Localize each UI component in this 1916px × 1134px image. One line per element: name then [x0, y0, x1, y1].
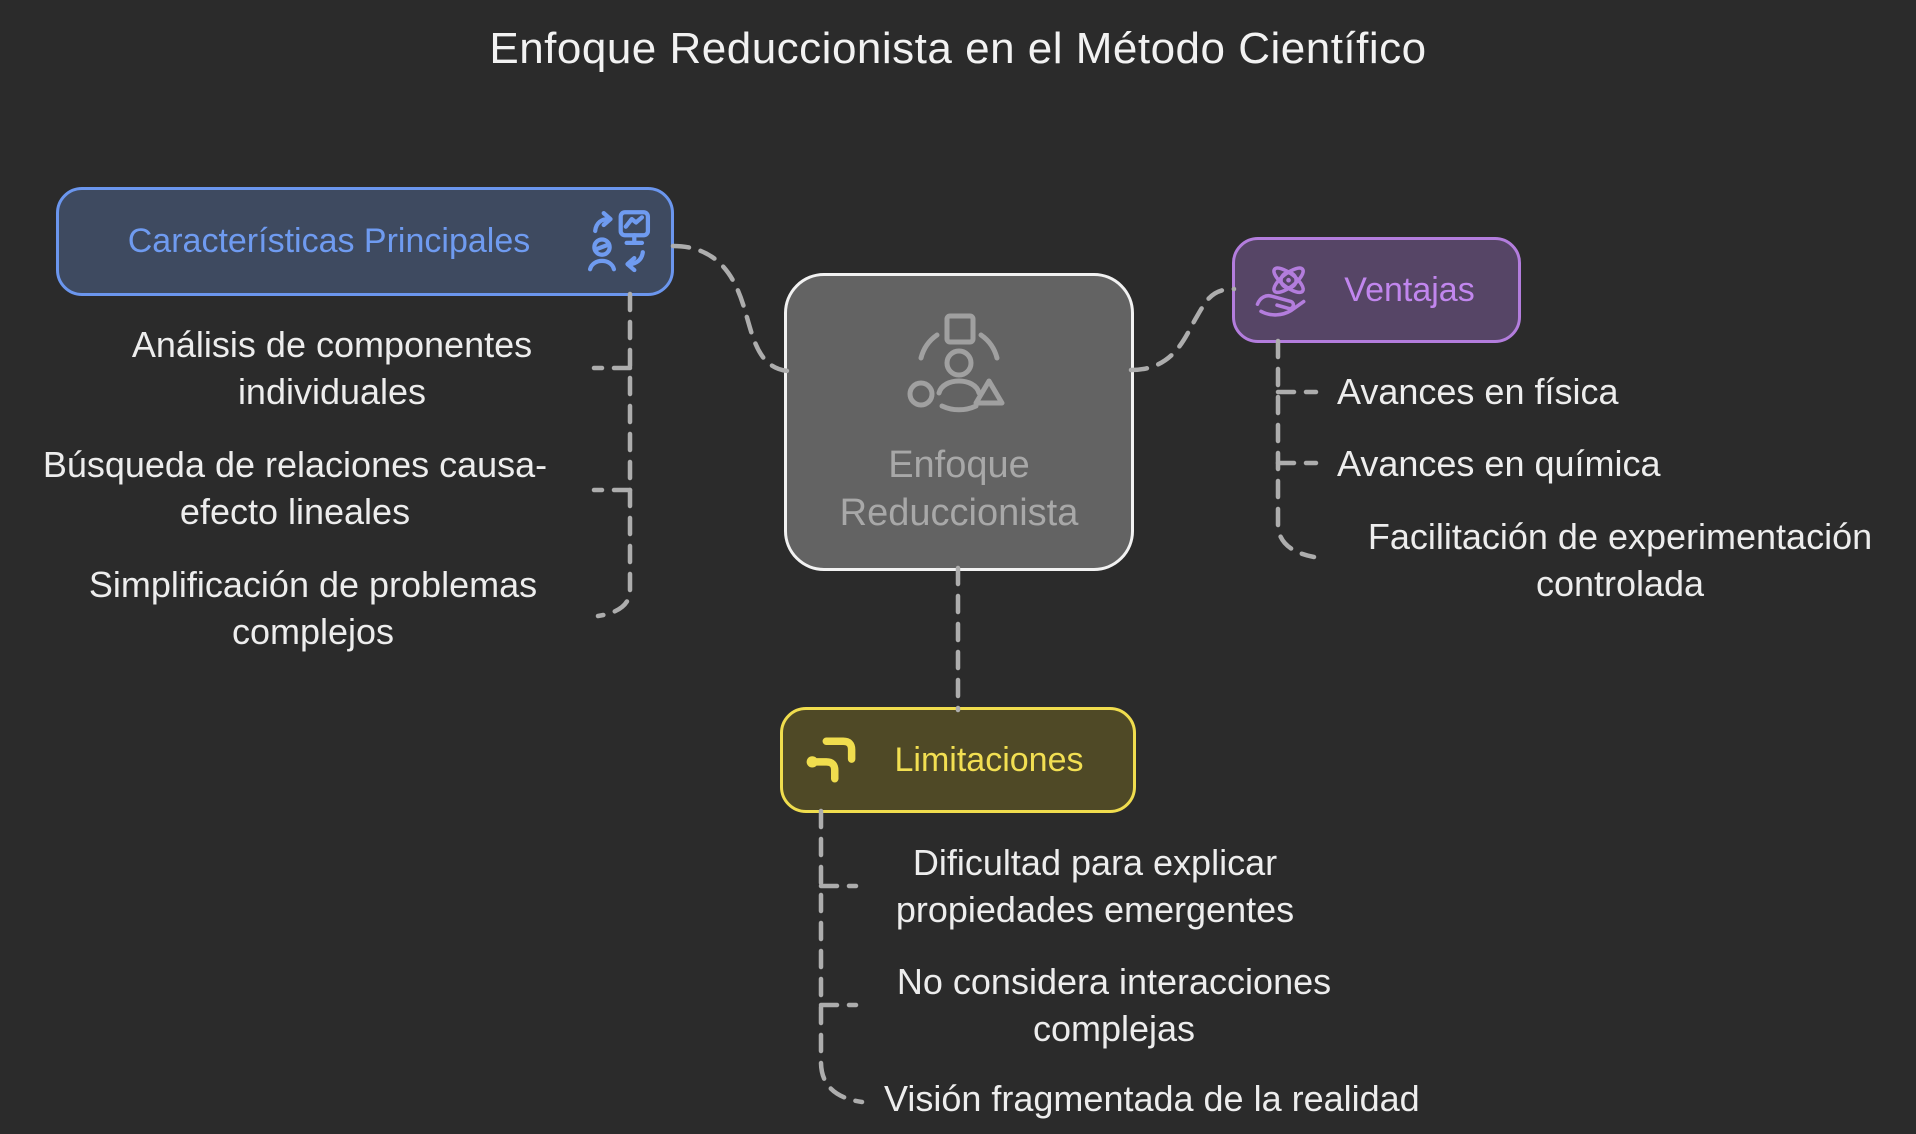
- item-limitaciones-2: No considera interacciones complejas: [896, 961, 1332, 1049]
- node-central[interactable]: Enfoque Reduccionista: [784, 273, 1134, 571]
- node-caracteristicas[interactable]: Características Principales: [56, 187, 674, 296]
- node-limitaciones-label: Limitaciones: [894, 740, 1084, 779]
- item-limitaciones-3: Visión fragmentada de la realidad: [884, 1078, 1420, 1119]
- item-caracteristicas-3: Simplificación de problemas complejos: [88, 564, 538, 652]
- node-ventajas[interactable]: Ventajas: [1232, 237, 1521, 343]
- rail-ventajas: [1275, 338, 1317, 560]
- hand-holding-atom-icon: [1253, 255, 1317, 325]
- node-caracteristicas-label: Características Principales: [127, 222, 531, 260]
- connector-central-ventajas: [1128, 286, 1237, 373]
- node-central-label: Enfoque Reduccionista: [839, 443, 1079, 534]
- diagram-title: Enfoque Reduccionista en el Método Cient…: [489, 24, 1427, 73]
- branching-arrows-icon: [801, 729, 861, 791]
- person-with-shapes-icon: [899, 312, 1019, 427]
- node-ventajas-label: Ventajas: [1344, 270, 1475, 309]
- item-ventajas-1: Avances en física: [1337, 371, 1619, 412]
- item-caracteristicas-1: Análisis de componentes individuales: [131, 324, 533, 412]
- item-ventajas-3: Facilitación de experimentación controla…: [1367, 516, 1873, 604]
- item-limitaciones-1: Dificultad para explicar propiedades eme…: [895, 842, 1295, 930]
- person-chart-sync-icon: [585, 205, 653, 279]
- item-caracteristicas-2: Búsqueda de relaciones causa-efecto line…: [42, 444, 548, 532]
- rail-caracteristicas: [595, 291, 633, 619]
- connector-caracteristicas-central: [670, 243, 791, 374]
- item-ventajas-2: Avances en química: [1337, 443, 1661, 484]
- node-limitaciones[interactable]: Limitaciones: [780, 707, 1136, 813]
